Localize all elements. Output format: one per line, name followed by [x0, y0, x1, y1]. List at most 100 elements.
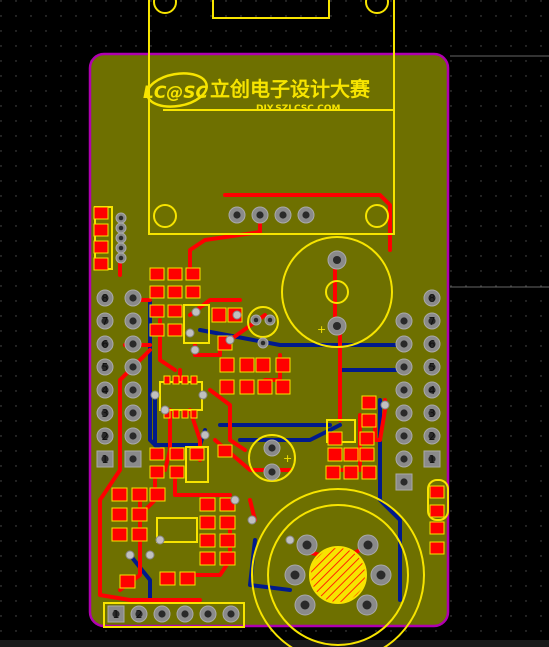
pad-hole [400, 386, 408, 394]
smd-pad[interactable] [199, 497, 216, 512]
via[interactable] [198, 390, 208, 400]
smd-pad[interactable] [343, 447, 359, 462]
smd-pad[interactable] [149, 465, 165, 479]
smd-pad[interactable] [275, 379, 291, 395]
smd-pad[interactable] [275, 357, 291, 373]
smd-pad[interactable] [429, 504, 445, 518]
smd-pad[interactable] [167, 267, 183, 281]
pad-hole [129, 409, 137, 417]
smd-pad[interactable] [93, 223, 109, 237]
smd-pad[interactable] [149, 267, 165, 281]
smd-pad[interactable] [239, 357, 255, 373]
right-header-pin-number: 8 [429, 292, 436, 305]
smd-pad[interactable] [327, 447, 343, 462]
smd-pad[interactable] [149, 285, 165, 299]
smd-pad[interactable] [361, 413, 377, 428]
smd-pad[interactable] [219, 551, 236, 566]
smd-pad[interactable] [429, 541, 445, 555]
left-header-pin-number: 7 [102, 315, 109, 328]
via[interactable] [285, 535, 295, 545]
via[interactable] [230, 495, 240, 505]
smd-pad[interactable] [131, 527, 148, 542]
smd-pad[interactable] [93, 257, 109, 271]
left-header-pin-number: 4 [102, 384, 109, 397]
smd-pad[interactable] [219, 379, 235, 395]
smd-pad[interactable] [327, 431, 343, 446]
smd-pad[interactable] [359, 431, 375, 446]
via[interactable] [160, 405, 170, 415]
smd-pad[interactable] [169, 447, 185, 461]
smd-pad[interactable] [257, 379, 273, 395]
smd-pad[interactable] [149, 487, 166, 502]
smd-pad[interactable] [167, 285, 183, 299]
left-header-pin-number: 5 [102, 361, 109, 374]
smd-pad[interactable] [429, 485, 445, 499]
smd-pad[interactable] [111, 487, 128, 502]
smd-pad[interactable] [239, 379, 255, 395]
pad-hole [118, 225, 124, 231]
smd-pad[interactable] [185, 267, 201, 281]
smd-pad[interactable] [111, 527, 128, 542]
smd-pad[interactable] [159, 571, 176, 586]
pad-hole [400, 409, 408, 417]
pad-hole [279, 211, 287, 219]
via[interactable] [380, 400, 390, 410]
via[interactable] [190, 345, 200, 355]
via[interactable] [225, 335, 235, 345]
via[interactable] [200, 430, 210, 440]
smd-pad[interactable] [172, 375, 180, 385]
smd-pad[interactable] [211, 307, 227, 323]
pad-hole [363, 540, 373, 550]
smd-pad[interactable] [167, 323, 183, 337]
smd-pad[interactable] [185, 285, 201, 299]
smd-pad[interactable] [343, 465, 359, 480]
smd-pad[interactable] [190, 409, 198, 419]
smd-pad[interactable] [179, 571, 196, 586]
smd-pad[interactable] [93, 240, 109, 254]
smd-pad[interactable] [361, 465, 377, 480]
pads-layer[interactable] [93, 206, 445, 623]
smd-pad[interactable] [199, 551, 216, 566]
smd-pad[interactable] [255, 357, 271, 373]
smd-pad[interactable] [181, 375, 189, 385]
smd-pad[interactable] [149, 447, 165, 461]
smd-pad[interactable] [219, 357, 235, 373]
smd-pad[interactable] [217, 444, 233, 458]
smd-pad[interactable] [163, 375, 171, 385]
smd-pad[interactable] [219, 533, 236, 548]
pad-hole [256, 211, 264, 219]
smd-pad[interactable] [361, 395, 377, 410]
smd-pad[interactable] [169, 465, 185, 479]
encoder-knob[interactable] [309, 546, 367, 604]
smd-pad[interactable] [149, 323, 165, 337]
smd-pad[interactable] [359, 447, 375, 462]
via[interactable] [150, 390, 160, 400]
pad-hole [428, 432, 436, 440]
smd-pad[interactable] [167, 304, 183, 318]
pad-hole [129, 317, 137, 325]
smd-pad[interactable] [93, 206, 109, 220]
smd-pad[interactable] [325, 465, 341, 480]
smd-pad[interactable] [131, 507, 148, 522]
smd-pad[interactable] [190, 375, 198, 385]
via[interactable] [185, 328, 195, 338]
via[interactable] [125, 550, 135, 560]
smd-pad[interactable] [189, 447, 205, 461]
via[interactable] [191, 307, 201, 317]
via[interactable] [232, 310, 242, 320]
smd-pad[interactable] [199, 533, 216, 548]
smd-pad[interactable] [181, 409, 189, 419]
smd-pad[interactable] [219, 515, 236, 530]
smd-pad[interactable] [199, 515, 216, 530]
smd-pad[interactable] [111, 507, 128, 522]
smd-pad[interactable] [429, 521, 445, 535]
smd-pad[interactable] [119, 574, 136, 589]
via[interactable] [247, 515, 257, 525]
smd-pad[interactable] [149, 304, 165, 318]
smd-pad[interactable] [172, 409, 180, 419]
via[interactable] [155, 535, 165, 545]
via[interactable] [145, 550, 155, 560]
smd-pad[interactable] [131, 487, 148, 502]
